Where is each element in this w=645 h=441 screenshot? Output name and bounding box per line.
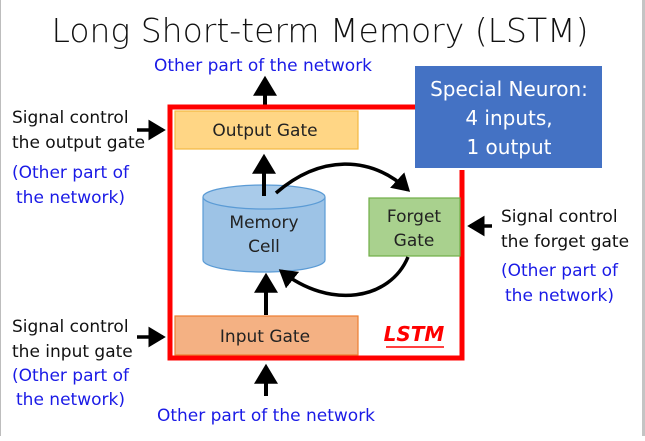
output-signal-source-1: (Other part of <box>12 163 130 183</box>
input-gate-box <box>174 315 359 356</box>
cell-to-forget-gate-arrow <box>274 162 411 195</box>
forget-signal-line-1: Signal control <box>501 207 618 227</box>
input-signal-source-1: (Other part of <box>12 366 130 386</box>
output-gate-signal: Signal control the output gate (Other pa… <box>12 108 166 208</box>
lstm-label: LSTM <box>384 322 445 346</box>
output-gate-box <box>174 110 359 150</box>
memory-cell-label-2: Cell <box>248 237 280 257</box>
forget-signal-source-2: the network) <box>505 286 614 306</box>
bottom-input-label: Other part of the network <box>157 406 375 426</box>
forget-gate-signal: Signal control the forget gate (Other pa… <box>467 207 629 306</box>
input-signal-line-2: the input gate <box>12 342 133 362</box>
special-neuron-line-3: 1 output <box>466 135 551 159</box>
forget-signal-line-2: the forget gate <box>501 232 629 252</box>
input-gate-signal: Signal control the input gate (Other par… <box>12 317 166 410</box>
top-output-label: Other part of the network <box>154 56 372 76</box>
forget-gate: Forget Gate <box>368 197 461 257</box>
forget-gate-label-2: Gate <box>394 231 435 251</box>
special-neuron-callout: Special Neuron: 4 inputs, 1 output <box>415 66 602 168</box>
forget-gate-to-cell-arrow <box>278 256 410 298</box>
output-signal-line-1: Signal control <box>12 108 129 128</box>
memory-cell: Memory Cell <box>202 184 326 273</box>
slide-border-right <box>642 0 645 436</box>
forget-gate-label-1: Forget <box>387 207 442 227</box>
lstm-border <box>167 104 465 361</box>
output-signal-source-2: the network) <box>16 188 125 208</box>
slide-border-left <box>0 0 1 436</box>
memory-cell-body <box>202 197 326 273</box>
lstm-boundary <box>167 104 465 361</box>
input-gate: Input Gate <box>174 315 359 356</box>
forget-signal-source-1: (Other part of <box>501 261 619 281</box>
memory-cell-label-1: Memory <box>229 213 298 233</box>
slide-title: Long Short-term Memory (LSTM) <box>52 11 589 50</box>
forget-gate-box <box>368 197 461 257</box>
input-signal-line-1: Signal control <box>12 317 129 337</box>
special-neuron-line-2: 4 inputs, <box>465 106 552 130</box>
output-gate-label: Output Gate <box>212 121 317 141</box>
output-signal-line-2: the output gate <box>12 133 145 153</box>
input-signal-source-2: the network) <box>16 390 125 410</box>
input-gate-label: Input Gate <box>220 327 310 347</box>
output-gate: Output Gate <box>174 110 359 150</box>
special-neuron-line-1: Special Neuron: <box>430 77 588 101</box>
special-neuron-box <box>415 66 602 168</box>
